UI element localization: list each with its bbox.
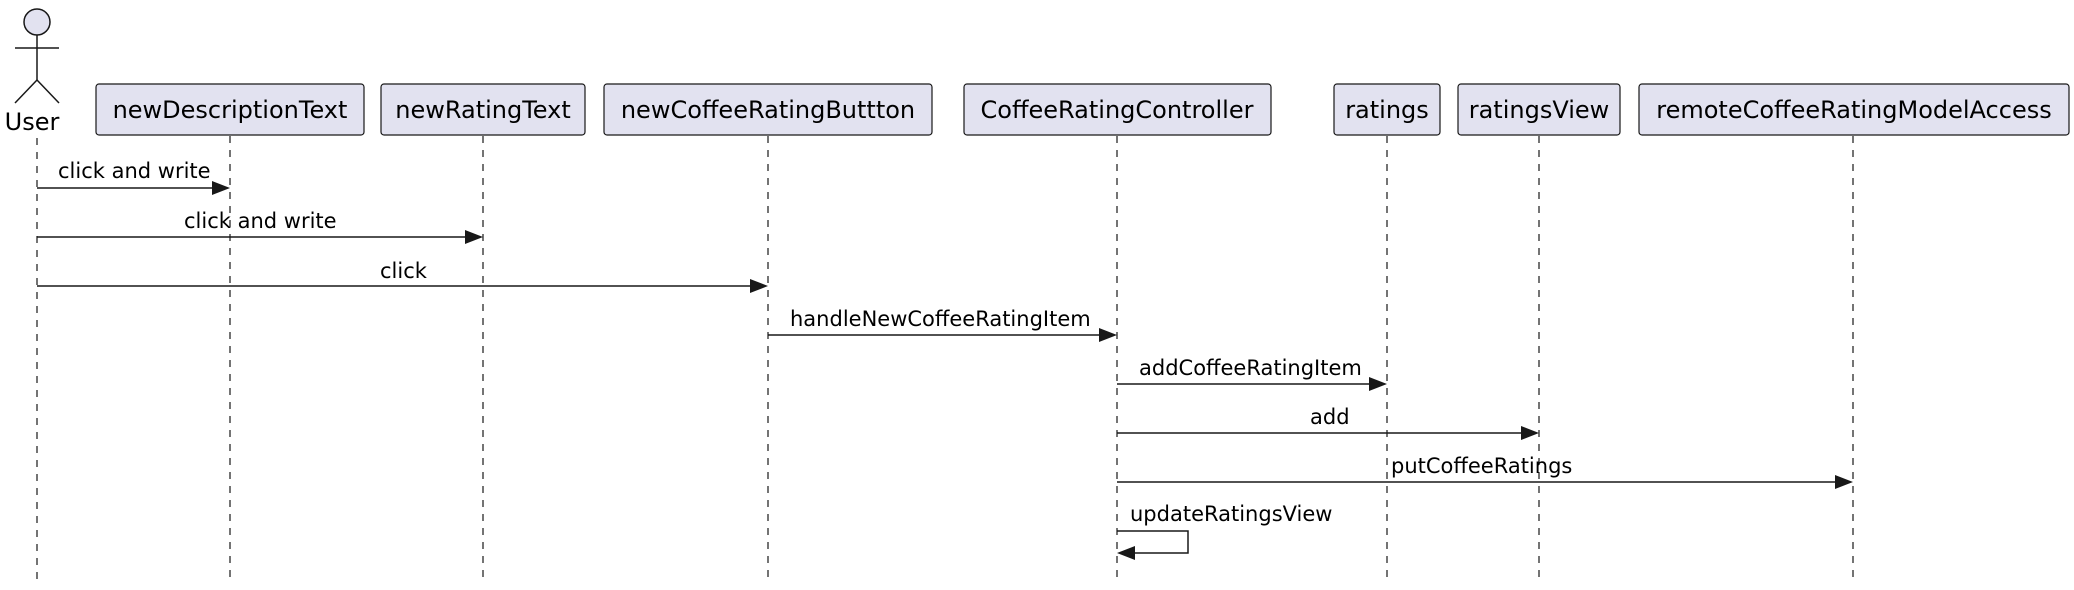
participant-label: remoteCoffeeRatingModelAccess — [1656, 96, 2051, 124]
message-handleNewCoffeeRatingItem: handleNewCoffeeRatingItem — [768, 307, 1117, 342]
message-label: click and write — [184, 209, 337, 233]
participant-newCoffeeRatingButtton: newCoffeeRatingButtton — [603, 83, 933, 136]
message-label: handleNewCoffeeRatingItem — [790, 307, 1091, 331]
message-label: click and write — [58, 159, 211, 183]
actor-user: User — [5, 8, 60, 136]
arrow-right-icon — [212, 181, 230, 195]
participant-CoffeeRatingController: CoffeeRatingController — [963, 83, 1272, 136]
arrow-right-icon — [750, 279, 768, 293]
message-label: click — [380, 259, 428, 283]
participant-newRatingText: newRatingText — [380, 83, 586, 136]
message-putCoffeeRatings: putCoffeeRatings — [1117, 454, 1853, 489]
participant-label: newRatingText — [395, 96, 571, 124]
message-click: click — [37, 259, 768, 293]
message-label: updateRatingsView — [1130, 502, 1332, 526]
participant-ratingsView: ratingsView — [1457, 83, 1621, 136]
participant-label: newDescriptionText — [113, 96, 348, 124]
lifelines — [36, 136, 1854, 582]
participant-label: ratingsView — [1469, 96, 1610, 124]
arrow-right-icon — [1369, 377, 1387, 391]
message-addCoffeeRatingItem: addCoffeeRatingItem — [1117, 356, 1387, 391]
participant-label: ratings — [1345, 96, 1429, 124]
arrow-right-icon — [1099, 328, 1117, 342]
message-click-and-write-2: click and write — [37, 209, 483, 244]
message-label: add — [1310, 405, 1350, 429]
actor-head-icon — [23, 8, 51, 36]
message-updateRatingsView: updateRatingsView — [1117, 502, 1332, 560]
participant-label: newCoffeeRatingButtton — [621, 96, 915, 124]
arrow-right-icon — [1835, 475, 1853, 489]
participant-newDescriptionText: newDescriptionText — [95, 83, 365, 136]
message-label: putCoffeeRatings — [1391, 454, 1572, 478]
participant-ratings: ratings — [1333, 83, 1441, 136]
message-add: add — [1117, 405, 1539, 440]
arrow-right-icon — [1521, 426, 1539, 440]
participant-remoteCoffeeRatingModelAccess: remoteCoffeeRatingModelAccess — [1638, 83, 2070, 136]
arrow-left-icon — [1117, 546, 1135, 560]
arrow-right-icon — [465, 230, 483, 244]
message-label: addCoffeeRatingItem — [1139, 356, 1362, 380]
actor-label: User — [5, 108, 60, 136]
message-click-and-write-1: click and write — [37, 159, 230, 195]
participant-label: CoffeeRatingController — [981, 96, 1254, 124]
